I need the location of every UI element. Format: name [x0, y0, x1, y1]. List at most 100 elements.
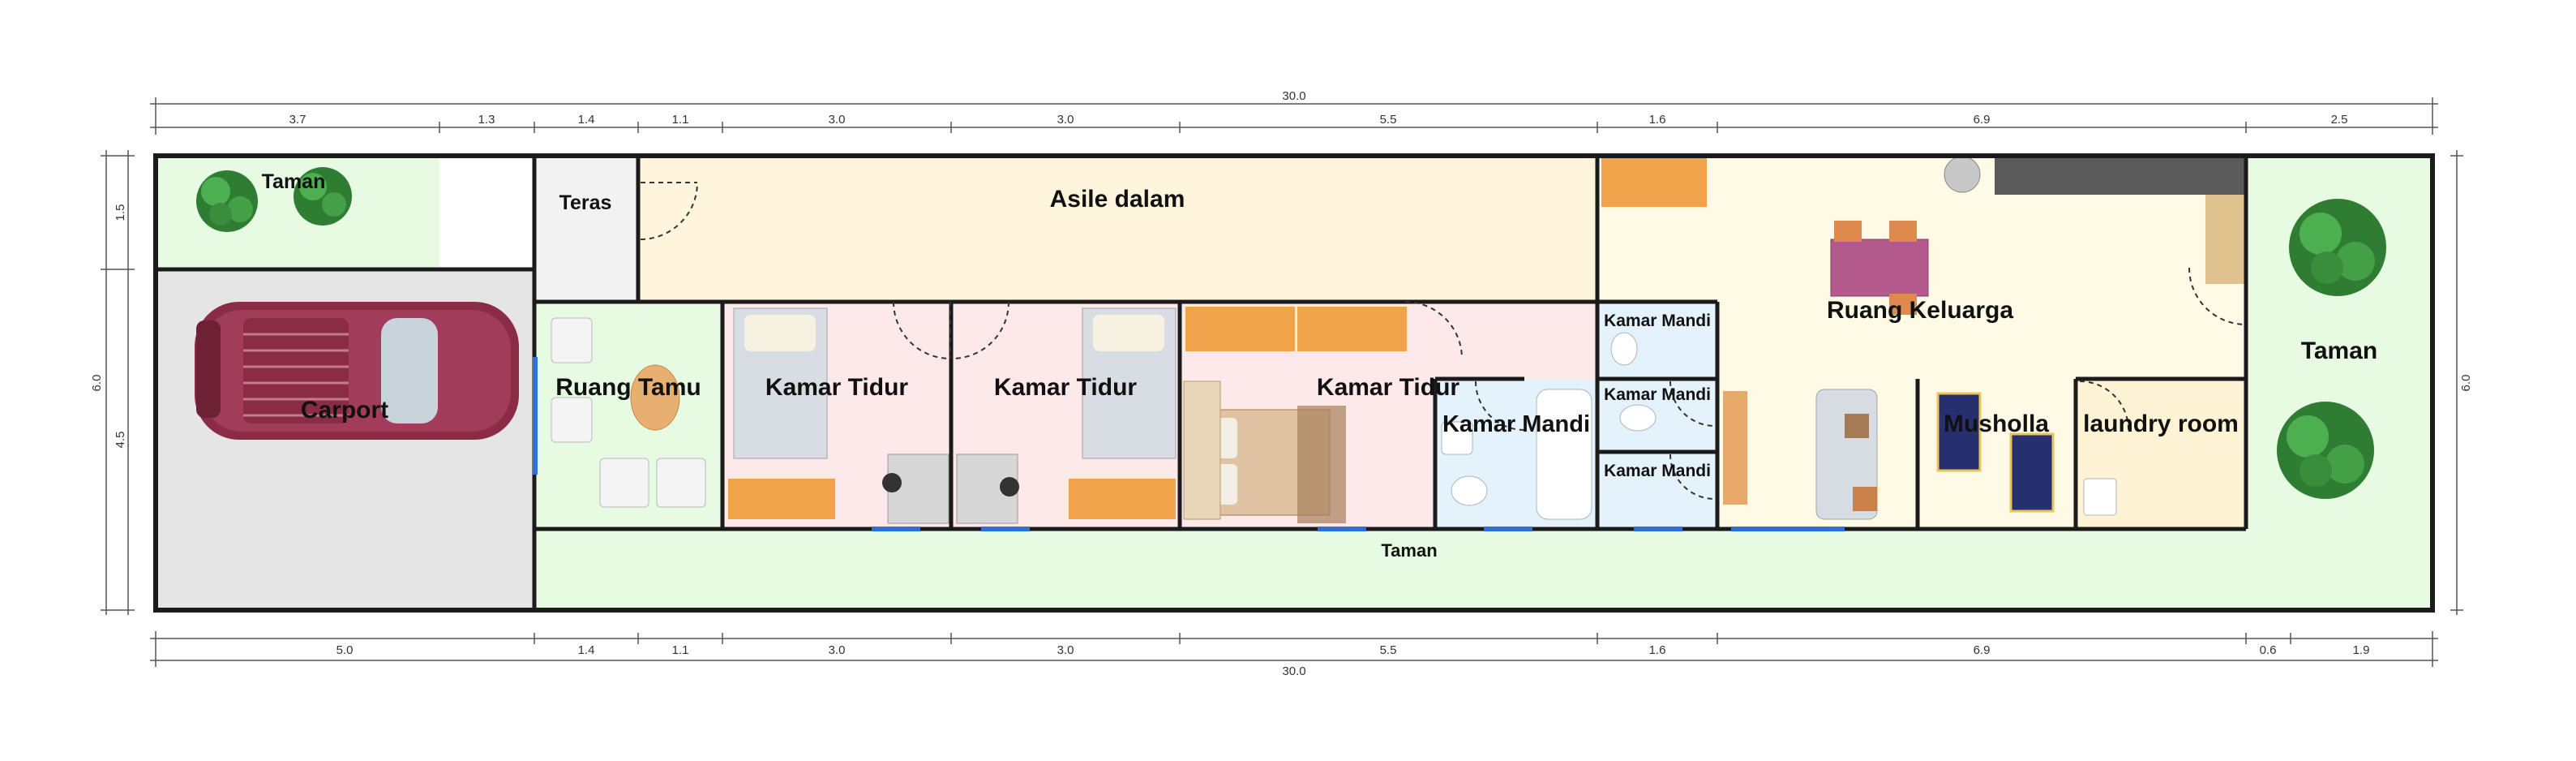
room-label-teras: Teras	[559, 191, 612, 214]
wardrobe-icon	[1069, 479, 1176, 519]
tv-cabinet-icon	[1723, 391, 1747, 505]
round-table-icon	[630, 364, 680, 431]
dining-table-icon	[1830, 239, 1929, 297]
person-icon	[1000, 477, 1019, 497]
washing-machine-icon	[2083, 478, 2117, 516]
dim-top-4: 1.1	[672, 113, 689, 127]
room-label-taman-right: Taman	[2301, 338, 2377, 364]
doors	[640, 182, 2247, 500]
room-label-kamar-mandi-2: Kamar Mandi	[1604, 385, 1711, 404]
dim-top-2: 1.3	[478, 113, 495, 127]
prayer-rug-icon	[2009, 432, 2055, 513]
wall	[156, 156, 2248, 610]
room-label-asile: Asile dalam	[1050, 186, 1185, 213]
room-label-kamar-tidur-2: Kamar Tidur	[994, 374, 1137, 401]
dim-bottom-6: 5.5	[1380, 643, 1397, 657]
car-icon	[195, 302, 519, 440]
outer-wall	[153, 153, 2435, 613]
prayer-rug-icon	[1936, 392, 1982, 472]
dim-top-1: 3.7	[289, 113, 306, 127]
room-label-kamar-tidur-1: Kamar Tidur	[765, 374, 908, 401]
dim-top-10: 2.5	[2331, 113, 2348, 127]
room-label-taman-bottom: Taman	[1381, 540, 1437, 561]
dim-bottom-2: 1.4	[578, 643, 595, 657]
room-labels: Taman Teras Asile dalam Carport Ruang Ta…	[262, 170, 2378, 561]
person-icon	[882, 473, 902, 492]
pillow-icon	[744, 315, 816, 351]
dim-top-total: 30.0	[1282, 89, 1305, 103]
chair-icon	[1889, 294, 1917, 315]
dim-bottom-7: 1.6	[1649, 643, 1666, 657]
kitchen-counter-icon	[1995, 156, 2246, 195]
walls	[153, 153, 2435, 613]
dim-top-9: 6.9	[1974, 113, 1991, 127]
room-label-carport: Carport	[301, 397, 388, 423]
room-label-ruang-keluarga: Ruang Keluarga	[1827, 297, 2013, 324]
door-swing	[640, 182, 698, 240]
chair-icon	[551, 397, 593, 443]
room-label-ruang-tamu: Ruang Tamu	[555, 374, 701, 401]
bathroom-3-floor	[1597, 452, 1717, 529]
chair-icon	[656, 458, 706, 508]
tree-icon	[2277, 402, 2374, 499]
room-label-musholla: Musholla	[1944, 411, 2049, 437]
dim-bottom-total: 30.0	[1282, 664, 1305, 678]
kitchen-counter-icon	[2205, 195, 2246, 284]
sink-icon	[1610, 332, 1638, 366]
dim-left-1: 1.5	[114, 204, 127, 221]
dim-bottom-5: 3.0	[1057, 643, 1074, 657]
room-label-taman-top: Taman	[262, 170, 326, 193]
cushion-icon	[1845, 414, 1869, 438]
dimension-lines	[101, 97, 2463, 667]
toilet-icon	[1451, 475, 1488, 506]
door-swing	[2188, 267, 2247, 325]
lamp-icon	[1944, 156, 1981, 193]
wardrobe-icon	[1185, 307, 1295, 351]
dim-top-7: 5.5	[1380, 113, 1397, 127]
toilet-icon	[1619, 404, 1657, 432]
dim-top-6: 3.0	[1057, 113, 1074, 127]
dim-top-5: 3.0	[829, 113, 846, 127]
dim-left-2: 4.5	[114, 432, 127, 449]
aisle-floor	[638, 156, 1597, 302]
dim-bottom-8: 6.9	[1974, 643, 1991, 657]
door-swing	[1404, 301, 1463, 359]
wardrobe-icon	[728, 479, 835, 519]
room-label-kamar-mandi-main: Kamar Mandi	[1442, 411, 1590, 437]
room-label-laundry: laundry room	[2083, 411, 2239, 437]
dim-bottom-1: 5.0	[336, 643, 354, 657]
door-swing	[951, 301, 1009, 359]
door-swing	[1475, 380, 1525, 431]
door-swing	[2079, 380, 2129, 431]
bedroom-3-entry	[1435, 302, 1597, 379]
dim-bottom-3: 1.1	[672, 643, 689, 657]
room-label-kamar-tidur-3: Kamar Tidur	[1317, 374, 1459, 401]
dim-left-total: 6.0	[90, 375, 104, 392]
dim-top-3: 1.4	[578, 113, 595, 127]
windows	[533, 357, 1845, 531]
garden-bottom	[534, 529, 2246, 610]
dim-bottom-10: 1.9	[2353, 643, 2370, 657]
dim-top-8: 1.6	[1649, 113, 1666, 127]
dimension-labels: 30.0 3.7 1.3 1.4 1.1 3.0 3.0 5.5 1.6 6.9…	[90, 89, 2473, 678]
chair-icon	[1889, 221, 1917, 242]
chair-icon	[1834, 221, 1862, 242]
chair-icon	[599, 458, 649, 508]
furniture	[195, 154, 2386, 524]
room-label-kamar-mandi-1: Kamar Mandi	[1604, 312, 1711, 330]
cabinet-icon	[1601, 154, 1707, 207]
pillow-icon	[1093, 315, 1164, 351]
bathroom-2-floor	[1597, 379, 1717, 452]
tree-icon	[2289, 199, 2386, 296]
rug-icon	[1297, 406, 1346, 523]
tree-icon	[196, 170, 258, 232]
wardrobe-icon	[1297, 307, 1407, 351]
bathtub-icon	[1536, 389, 1592, 520]
chair-icon	[551, 317, 593, 363]
room-label-kamar-mandi-3: Kamar Mandi	[1604, 462, 1711, 480]
door-swing	[893, 301, 951, 359]
cushion-icon	[1853, 487, 1877, 511]
dim-bottom-4: 3.0	[829, 643, 846, 657]
dim-bottom-9: 0.6	[2260, 643, 2277, 657]
